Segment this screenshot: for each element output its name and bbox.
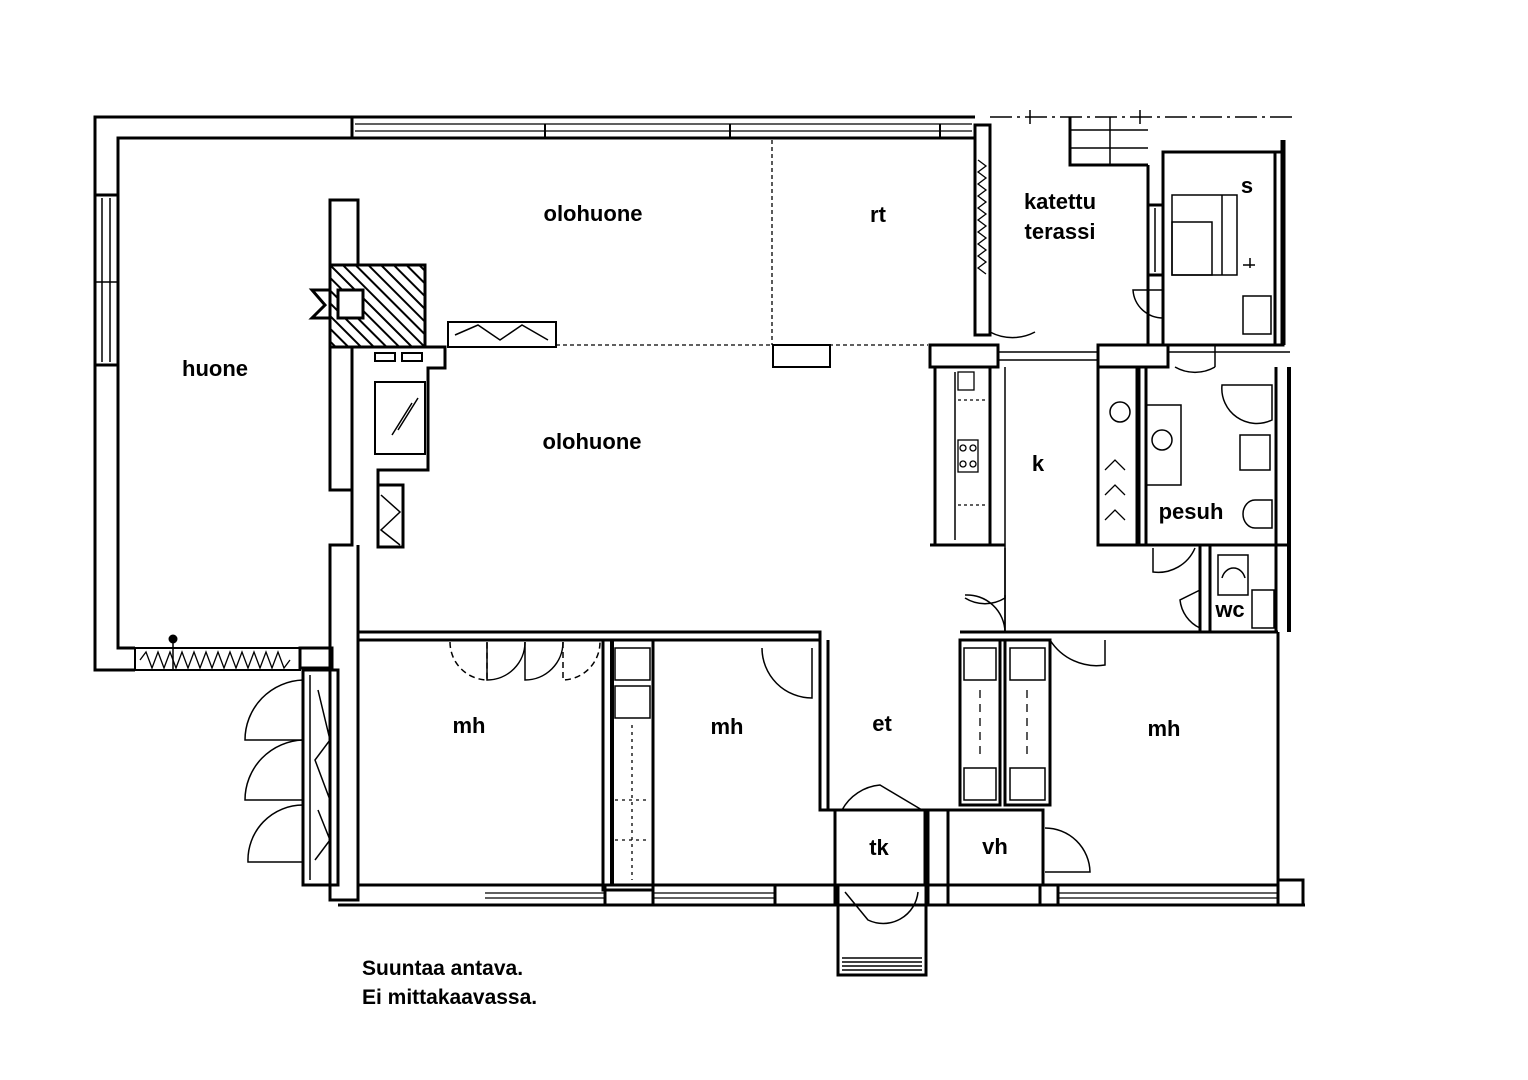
room-label-vh: vh [982, 834, 1008, 859]
west-closet [244, 668, 340, 887]
disclaimer-line-1: Suuntaa antava. [362, 957, 524, 980]
huone-walls [93, 115, 354, 672]
room-label-mh-mid: mh [710, 714, 744, 739]
room-label-terassi: terassi [1024, 219, 1096, 244]
room-label-et: et [872, 711, 892, 736]
bedrooms-top-wall [358, 630, 835, 892]
fireplace [308, 140, 928, 902]
room-label-tk: tk [869, 835, 889, 860]
east-bedroom-walls [958, 630, 1280, 890]
room-label-s: s [1240, 173, 1254, 198]
room-label-rt: rt [870, 202, 886, 227]
room-label-wc: wc [1215, 597, 1245, 622]
room-label-mh-right: mh [1147, 716, 1181, 741]
south-facade [338, 878, 1305, 977]
room-label-olohuone-main: olohuone [542, 429, 642, 454]
room-label-pesuh: pesuh [1158, 499, 1224, 524]
room-label-huone: huone [182, 356, 248, 381]
north-facade [352, 110, 1295, 167]
disclaimer-line-2: Ei mittakaavassa. [362, 986, 538, 1009]
room-label-k: k [1031, 451, 1045, 476]
sauna-walls [1161, 140, 1286, 347]
room-label-katettu: katettu [1023, 189, 1097, 214]
room-label-mh-left: mh [452, 713, 486, 738]
room-label-olohuone-top: olohuone [543, 201, 643, 226]
kitchen-cabinets [930, 365, 1006, 633]
